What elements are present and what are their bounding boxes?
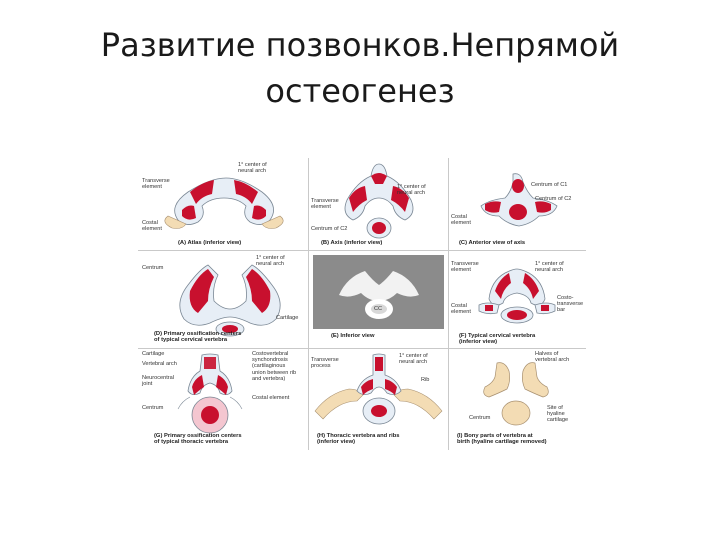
figure-divider-row1 xyxy=(138,250,586,251)
figure-divider-row2 xyxy=(138,348,586,349)
label-f-costotransverse: Costo- transverse bar xyxy=(557,295,584,314)
figure-divider-col1 xyxy=(308,158,309,450)
caption-i: (I) Bony parts of vertebra at birth (hya… xyxy=(457,433,547,446)
cervical-centers-illustration xyxy=(179,264,281,337)
label-a-transverse: Transverse element xyxy=(142,178,170,191)
label-g-cartilage: Cartilage xyxy=(142,351,165,357)
slide-title-line-2: остеогенез xyxy=(265,72,455,110)
label-h-center: 1° center of neural arch xyxy=(399,353,428,366)
panel-g-thoracic-centers: Cartilage Vertebral arch Neurocentral jo… xyxy=(138,349,308,450)
panel-h-thoracic-ribs: Transverse process 1° center of neural a… xyxy=(309,349,448,450)
label-f-costal: Costal element xyxy=(451,303,471,316)
label-f-center: 1° center of neural arch xyxy=(535,261,564,274)
label-a-center: 1° center of neural arch xyxy=(238,162,267,175)
caption-a: (A) Atlas (inferior view) xyxy=(178,240,242,246)
label-g-centrum: Centrum xyxy=(142,405,164,411)
caption-g: (G) Primary ossification centers of typi… xyxy=(154,433,242,446)
caption-c: (C) Anterior view of axis xyxy=(459,240,526,246)
label-i-halves: Halves of vertebral arch xyxy=(535,351,570,364)
vertebra-development-figure: 1° center of neural arch Transverse elem… xyxy=(138,158,586,450)
vertebra-at-birth-illustration xyxy=(483,362,549,426)
figure-divider-col2 xyxy=(448,158,449,450)
label-g-neurocentral: Neurocentral joint xyxy=(142,375,175,388)
panel-f-cervical: Transverse element 1° center of neural a… xyxy=(449,251,586,348)
label-d-center: 1° center of neural arch xyxy=(256,255,285,268)
label-g-costal: Costal element xyxy=(252,395,290,401)
caption-d: (D) Primary ossification centers of typi… xyxy=(154,331,242,344)
label-g-costovertebral: Costovertebral synchondrosis (cartilagin… xyxy=(252,351,297,382)
thoracic-ribs-illustration xyxy=(314,353,443,425)
typical-cervical-illustration xyxy=(478,268,556,324)
label-i-site: Site of hyaline cartilage xyxy=(547,405,569,424)
slide-title-line-1: Развитие позвонков.Непрямой xyxy=(100,26,620,64)
caption-h: (H) Thoracic vertebra and ribs (inferior… xyxy=(317,433,400,446)
caption-b: (B) Axis (inferior view) xyxy=(321,240,383,246)
panel-b-axis: 1° center of neural arch Transverse elem… xyxy=(309,158,448,250)
label-d-cartilage: Cartilage xyxy=(276,315,299,321)
label-a-costal: Costal element xyxy=(142,220,162,233)
panel-e-inferior: CC (E) Inferior view xyxy=(309,251,448,348)
label-g-arch: Vertebral arch xyxy=(142,361,177,367)
inferior-photo-illustration xyxy=(313,255,444,329)
label-c-costal: Costal element xyxy=(451,214,471,227)
thoracic-centers-illustration xyxy=(177,353,243,434)
panel-c-axis-anterior: Centrum of C1 Centrum of C2 Costal eleme… xyxy=(449,158,586,250)
label-f-transverse: Transverse element xyxy=(451,261,479,274)
panel-d-cervical-centers: Centrum 1° center of neural arch Cartila… xyxy=(138,251,308,348)
label-h-transverse: Transverse process xyxy=(311,357,339,370)
label-e-cc: CC xyxy=(374,306,383,312)
label-c-c2: Centrum of C2 xyxy=(535,196,572,202)
panel-i-birth: Halves of vertebral arch Centrum Site of… xyxy=(449,349,586,450)
label-b-centrum: Centrum of C2 xyxy=(311,226,348,232)
label-i-centrum: Centrum xyxy=(469,415,491,421)
slide-title: Развитие позвонков.Непрямой остеогенез xyxy=(0,22,720,114)
caption-e: (E) Inferior view xyxy=(331,333,375,339)
label-c-c1: Centrum of C1 xyxy=(531,182,568,188)
label-b-transverse: Transverse element xyxy=(311,198,339,211)
atlas-illustration xyxy=(164,177,284,229)
panel-a-atlas: 1° center of neural arch Transverse elem… xyxy=(138,158,308,250)
label-h-rib: Rib xyxy=(421,377,430,383)
axis-illustration xyxy=(344,163,414,239)
label-b-center: 1° center of neural arch xyxy=(397,184,426,197)
caption-f: (F) Typical cervical vertebra (inferior … xyxy=(459,333,536,346)
label-d-centrum: Centrum xyxy=(142,265,164,271)
axis-anterior-illustration xyxy=(480,173,558,227)
